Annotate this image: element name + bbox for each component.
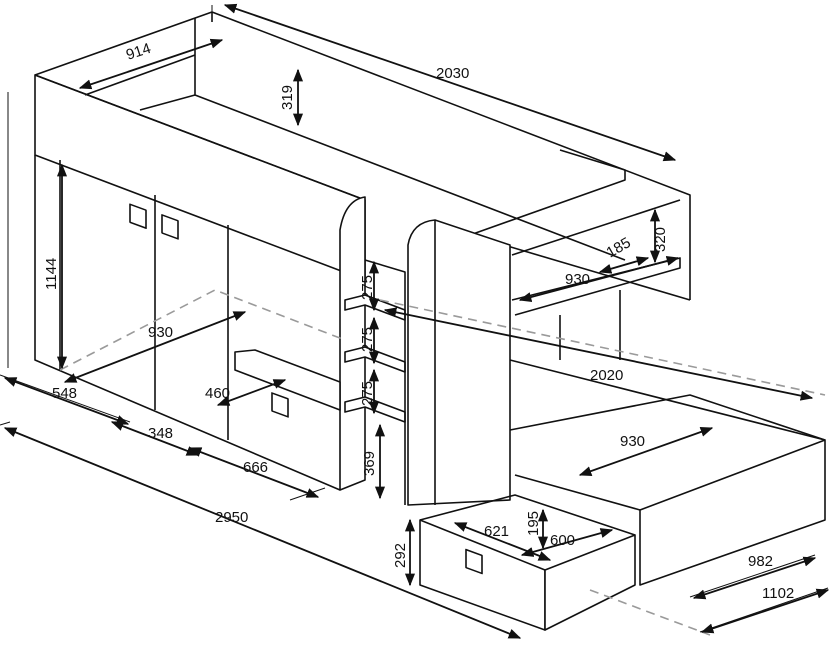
dim-total-width: 1102 <box>762 585 794 602</box>
dim-top-depth: 914 <box>124 40 153 64</box>
dim-desk-length: 666 <box>243 459 268 476</box>
dim-shelf-depth: 185 <box>604 234 634 261</box>
dim-top-guard-height: 319 <box>279 85 296 110</box>
dim-desk-depth: 460 <box>205 385 230 402</box>
dim-lower-bed-length: 2020 <box>590 367 623 384</box>
dim-total-length: 2950 <box>215 509 248 526</box>
dim-wardrobe-height: 1144 <box>43 258 60 290</box>
dim-drawer-height: 292 <box>392 543 409 568</box>
dim-lower-width: 982 <box>748 553 773 570</box>
dim-step-bottom: 369 <box>361 451 378 476</box>
dim-wardrobe-depth: 930 <box>148 324 173 341</box>
dim-step-1: 275 <box>359 275 376 300</box>
dim-desk-width: 348 <box>148 425 173 442</box>
dim-drawer-depth: 600 <box>550 532 575 549</box>
dimension-lines <box>0 3 830 639</box>
dim-lower-bed-width: 930 <box>620 433 645 450</box>
dim-shelf-width: 930 <box>565 271 590 288</box>
dim-step-3: 275 <box>359 381 376 406</box>
dim-shelf-height: 320 <box>652 227 669 252</box>
dim-step-2: 275 <box>359 327 376 352</box>
dim-drawer-inner-height: 195 <box>525 511 542 536</box>
dimension-labels: 914 2030 319 1144 930 548 348 460 666 29… <box>43 40 794 602</box>
dim-module-width: 548 <box>52 385 77 402</box>
dim-drawer-length: 621 <box>484 523 509 540</box>
dim-top-length: 2030 <box>436 65 469 82</box>
